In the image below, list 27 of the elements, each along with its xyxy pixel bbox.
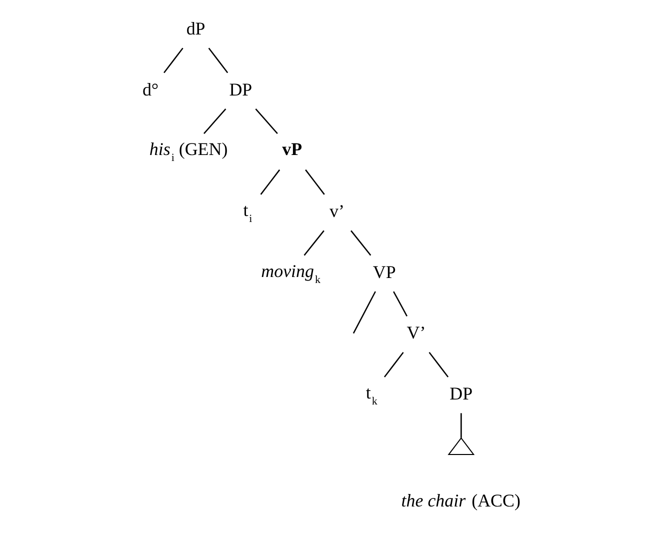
connector	[460, 413, 462, 438]
node-text: DP	[450, 384, 473, 404]
connector	[255, 108, 278, 134]
connector	[204, 108, 226, 134]
node-text: dP	[186, 18, 206, 38]
connector	[260, 169, 280, 195]
node-text: VP	[372, 262, 396, 282]
node-text: moving$_{k}$	[261, 260, 321, 286]
connector	[164, 48, 184, 74]
connector	[304, 230, 324, 256]
connector	[393, 291, 408, 316]
connector	[350, 230, 372, 256]
node-text: V’	[406, 322, 426, 343]
node-text: vP	[282, 139, 302, 160]
connector	[305, 169, 325, 195]
connector	[352, 291, 376, 334]
node-text: t$_{i}$	[243, 200, 252, 226]
connector	[208, 48, 228, 74]
node-triangle	[448, 437, 475, 456]
connector	[384, 352, 404, 378]
connector	[428, 352, 449, 378]
node-text: v’	[329, 201, 344, 222]
node-text: t$_{k}$	[366, 382, 378, 408]
node-text: d°	[142, 79, 159, 100]
node-text: DP	[229, 79, 252, 100]
node-label: the chair (ACC)	[401, 490, 520, 510]
node-text: his$_{i}$ (GEN)	[149, 139, 228, 164]
